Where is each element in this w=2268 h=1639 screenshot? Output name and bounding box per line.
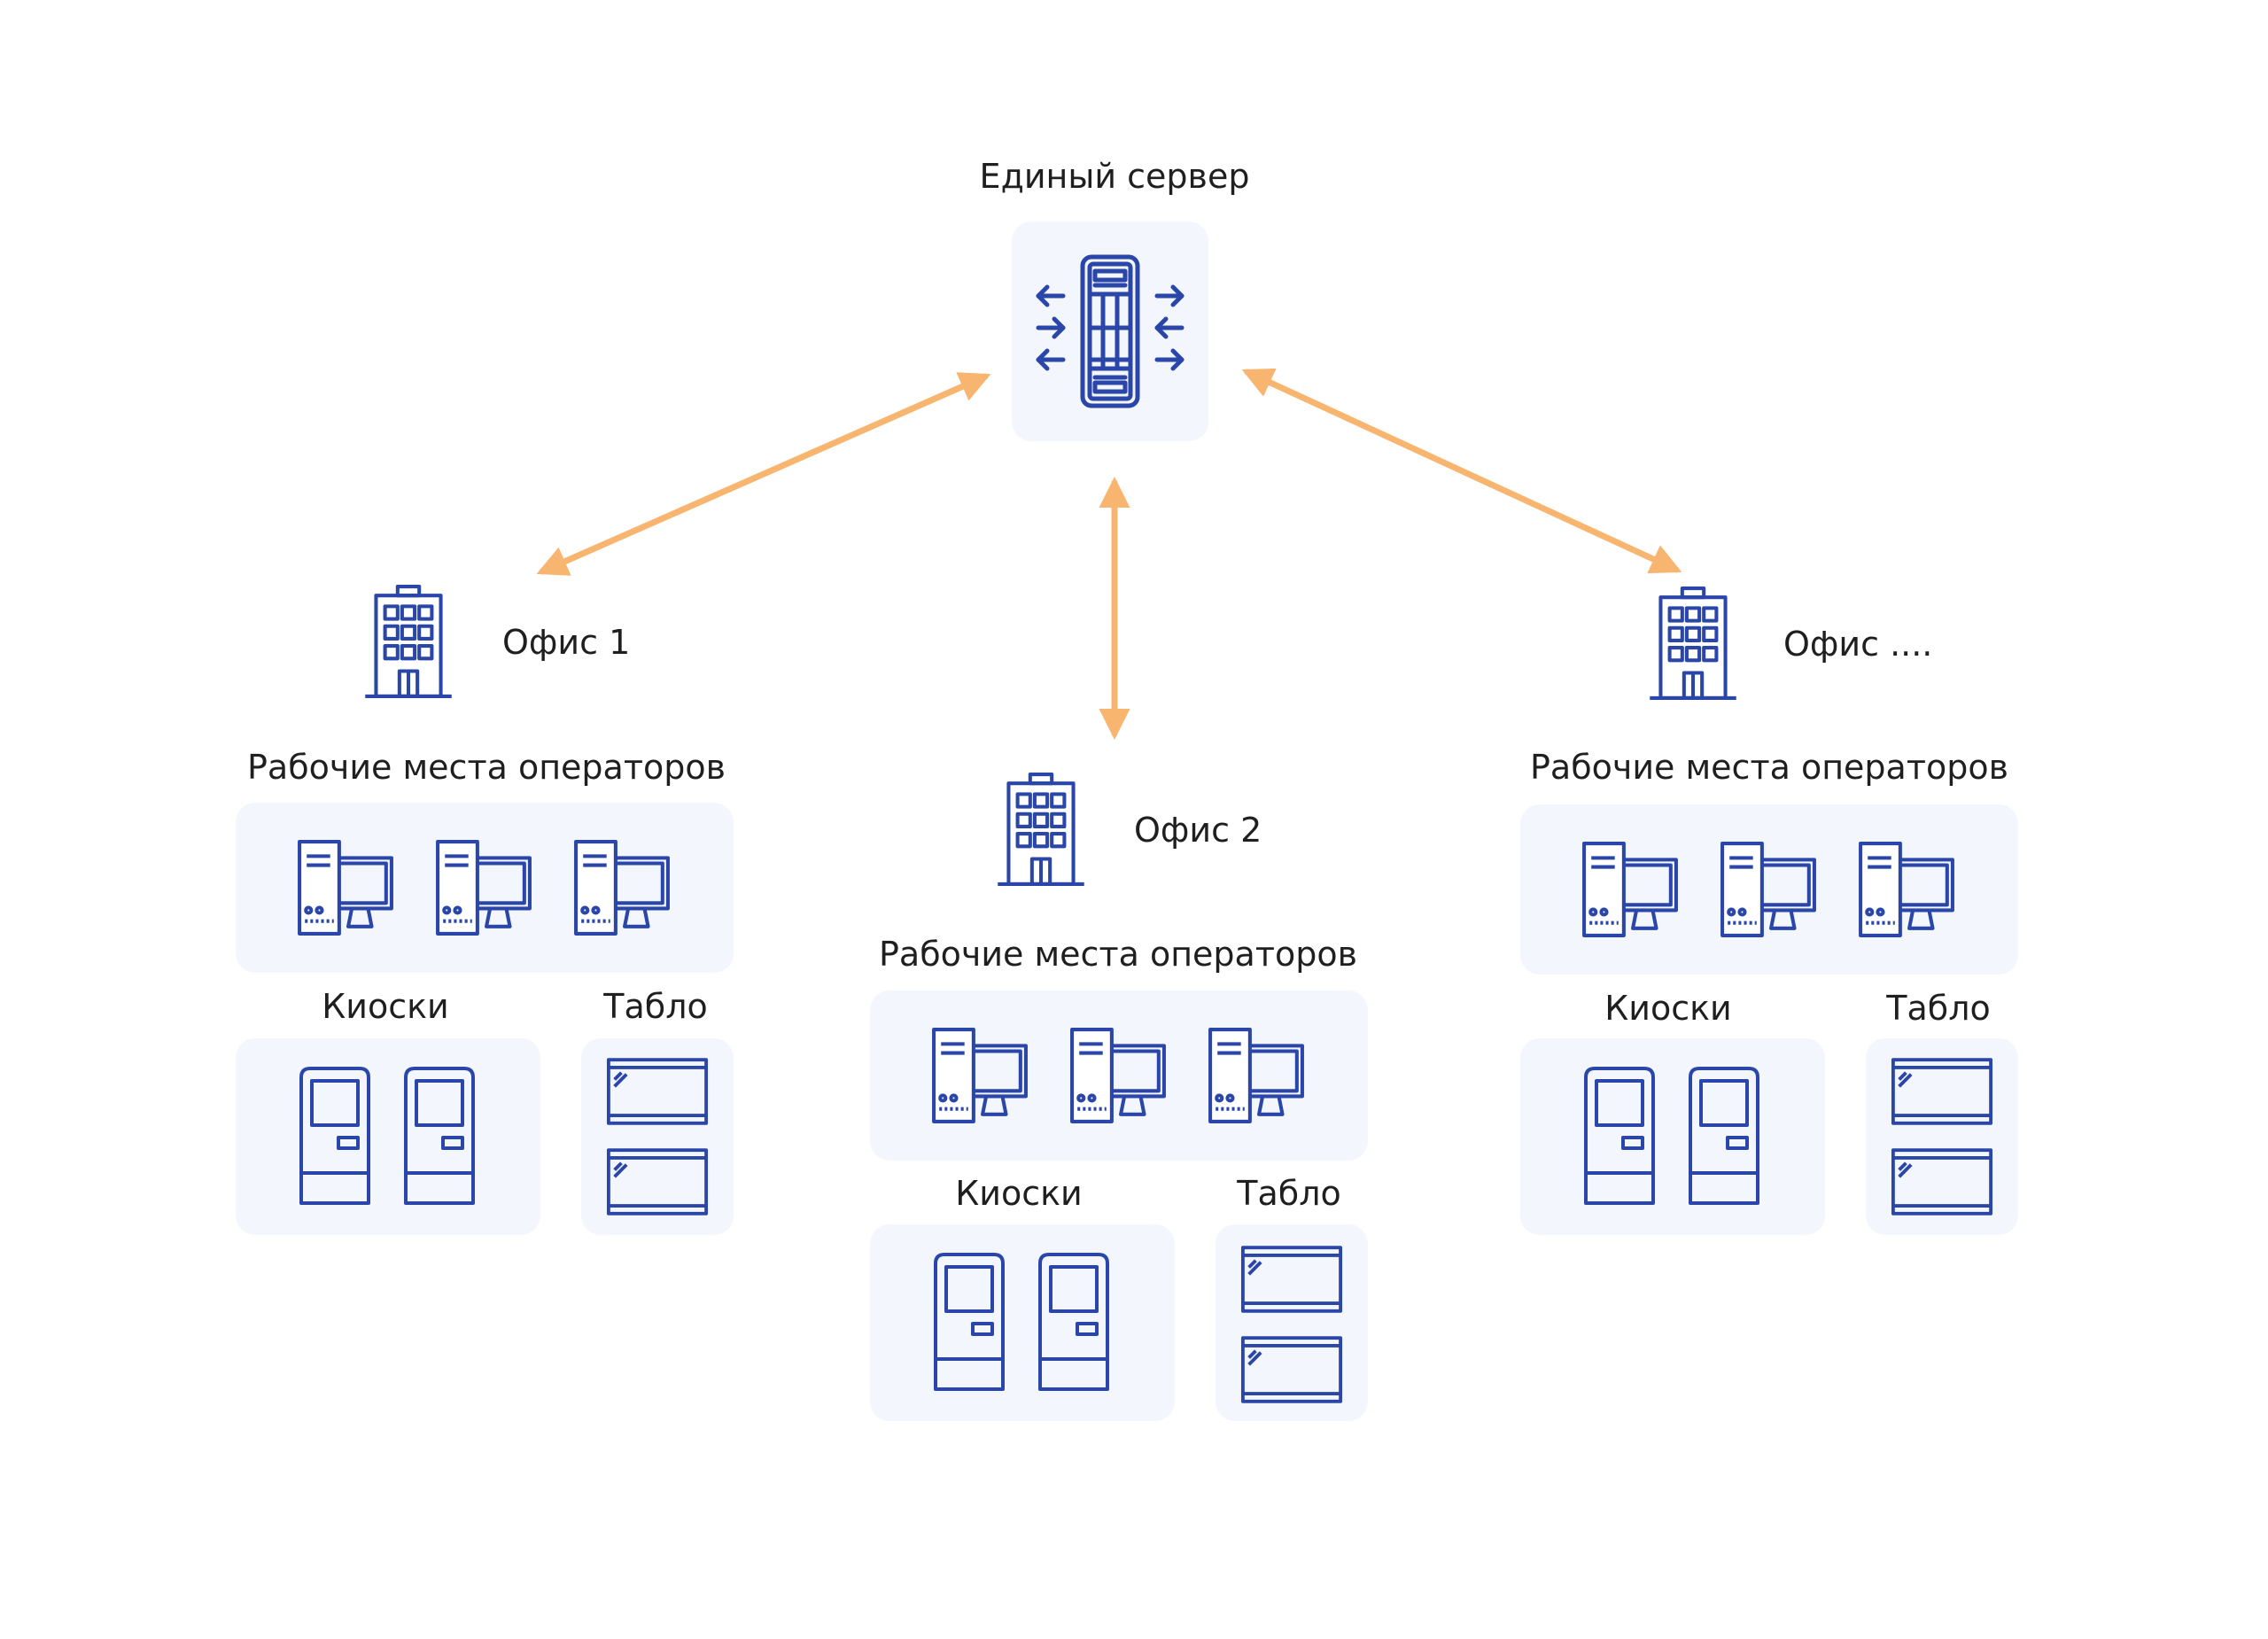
office-2-kiosks-label: Киоски bbox=[955, 1174, 1083, 1213]
office-1-boards-panel bbox=[581, 1038, 734, 1235]
display-board-icon bbox=[606, 1148, 709, 1216]
office-n-workstations-panel bbox=[1520, 804, 2018, 975]
workstation-icon bbox=[1857, 840, 1956, 939]
office-1-workstations-label: Рабочие места операторов bbox=[247, 748, 726, 787]
workstation-icon bbox=[1068, 1026, 1168, 1125]
display-board-icon bbox=[606, 1058, 709, 1125]
link-server-office-1 bbox=[536, 372, 991, 576]
building-icon bbox=[1648, 585, 1738, 702]
office-n-boards-panel bbox=[1866, 1038, 2018, 1235]
office-2-workstations-panel bbox=[870, 990, 1368, 1161]
office-n-kiosks-label: Киоски bbox=[1604, 989, 1732, 1028]
server-label: Единый сервер bbox=[979, 157, 1250, 196]
office-2-workstations-label: Рабочие места операторов bbox=[879, 935, 1357, 974]
office-n-workstations-label: Рабочие места операторов bbox=[1530, 748, 2008, 787]
display-board-icon bbox=[1240, 1246, 1343, 1313]
workstation-icon bbox=[296, 838, 395, 937]
workstation-icon bbox=[1719, 840, 1818, 939]
kiosk-icon bbox=[299, 1067, 370, 1205]
office-1-boards-label: Табло bbox=[603, 987, 708, 1026]
display-board-icon bbox=[1891, 1058, 1993, 1125]
kiosk-icon bbox=[1689, 1067, 1759, 1205]
workstation-icon bbox=[930, 1026, 1029, 1125]
display-board-icon bbox=[1891, 1148, 1993, 1216]
display-board-icon bbox=[1240, 1336, 1343, 1403]
office-2-boards-panel bbox=[1216, 1224, 1368, 1421]
workstation-icon bbox=[1581, 840, 1680, 939]
kiosk-icon bbox=[404, 1067, 475, 1205]
office-1-kiosks-label: Киоски bbox=[322, 987, 449, 1026]
office-2-name: Офис 2 bbox=[1134, 811, 1262, 850]
office-2-kiosks-panel bbox=[870, 1224, 1175, 1421]
link-server-office-n bbox=[1241, 368, 1682, 574]
building-icon bbox=[363, 583, 454, 700]
building-icon bbox=[996, 771, 1086, 888]
office-1-name: Офис 1 bbox=[502, 623, 631, 662]
workstation-icon bbox=[572, 838, 672, 937]
office-2-boards-label: Табло bbox=[1237, 1174, 1341, 1213]
office-n-kiosks-panel bbox=[1520, 1038, 1825, 1235]
kiosk-icon bbox=[1038, 1253, 1109, 1391]
server-panel bbox=[1012, 221, 1208, 441]
kiosk-icon bbox=[1584, 1067, 1655, 1205]
workstation-icon bbox=[434, 838, 533, 937]
server-rack-icon bbox=[1036, 254, 1184, 408]
kiosk-icon bbox=[934, 1253, 1005, 1391]
office-1-kiosks-panel bbox=[236, 1038, 540, 1235]
office-n-name: Офис .... bbox=[1783, 625, 1933, 664]
office-n-boards-label: Табло bbox=[1886, 989, 1991, 1028]
workstation-icon bbox=[1207, 1026, 1306, 1125]
office-1-workstations-panel bbox=[236, 803, 734, 973]
